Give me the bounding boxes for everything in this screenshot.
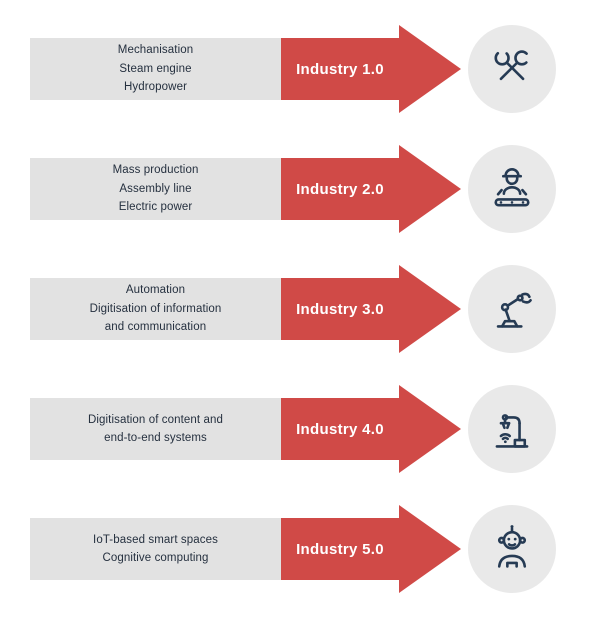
industry-row-5: IoT-based smart spaces Cognitive computi… — [0, 505, 600, 593]
industry-arrow: Industry 1.0 — [281, 25, 461, 113]
assembly-line-worker-icon — [494, 167, 530, 207]
industry-row-3: Automation Digitisation of information a… — [0, 265, 600, 353]
description-box: Mechanisation Steam engine Hydropower — [30, 38, 281, 100]
industry-row-4: Digitisation of content and end-to-end s… — [0, 385, 600, 473]
icon-circle — [468, 265, 556, 353]
icon-circle — [468, 145, 556, 233]
industry-label: Industry 1.0 — [296, 60, 384, 78]
connected-robotic-arm-wifi-icon — [495, 414, 529, 448]
arrow-head — [399, 145, 461, 233]
industry-row-2: Mass production Assembly line Electric p… — [0, 145, 600, 233]
description-line: Hydropower — [124, 81, 187, 94]
industry-arrow: Industry 2.0 — [281, 145, 461, 233]
arrow-head — [399, 25, 461, 113]
humanoid-robot-icon — [497, 525, 527, 568]
description-line: end-to-end systems — [104, 432, 207, 444]
description-line: Automation — [125, 284, 186, 297]
crossed-tools-icon — [494, 50, 530, 81]
industry-label: Industry 2.0 — [296, 180, 384, 198]
arrow-head — [399, 265, 461, 353]
icon-circle — [468, 505, 556, 593]
description-box: Mass production Assembly line Electric p… — [30, 158, 281, 220]
description-line: IoT-based smart spaces — [93, 533, 218, 546]
description-line: Digitisation of content and — [87, 413, 224, 426]
arrow-body: Industry 3.0 — [281, 278, 399, 340]
industry-arrow: Industry 3.0 — [281, 265, 461, 353]
description-line: Mass production — [112, 164, 199, 177]
description-box: IoT-based smart spaces Cognitive computi… — [30, 518, 281, 580]
robotic-arm-icon — [496, 292, 532, 328]
icon-circle — [468, 25, 556, 113]
arrow-head — [399, 505, 461, 593]
arrow-body: Industry 4.0 — [281, 398, 399, 460]
description-line: Mechanisation — [117, 44, 194, 57]
arrow-body: Industry 1.0 — [281, 38, 399, 100]
arrow-head — [399, 385, 461, 473]
industry-row-1: Mechanisation Steam engine Hydropower In… — [0, 25, 600, 113]
industry-label: Industry 4.0 — [296, 420, 384, 438]
description-line: Assembly line — [119, 182, 192, 195]
icon-circle — [468, 385, 556, 473]
description-line: Cognitive computing — [102, 552, 209, 564]
description-box: Automation Digitisation of information a… — [30, 278, 281, 340]
industry-label: Industry 3.0 — [296, 300, 384, 318]
industry-arrow: Industry 4.0 — [281, 385, 461, 473]
arrow-body: Industry 2.0 — [281, 158, 399, 220]
description-line: Steam engine — [119, 62, 192, 75]
description-line: and communication — [104, 321, 207, 334]
industry-arrow: Industry 5.0 — [281, 505, 461, 593]
description-box: Digitisation of content and end-to-end s… — [30, 398, 281, 460]
industry-label: Industry 5.0 — [296, 540, 384, 558]
description-line: Digitisation of information — [89, 302, 222, 315]
description-line: Electric power — [118, 201, 193, 214]
arrow-body: Industry 5.0 — [281, 518, 399, 580]
